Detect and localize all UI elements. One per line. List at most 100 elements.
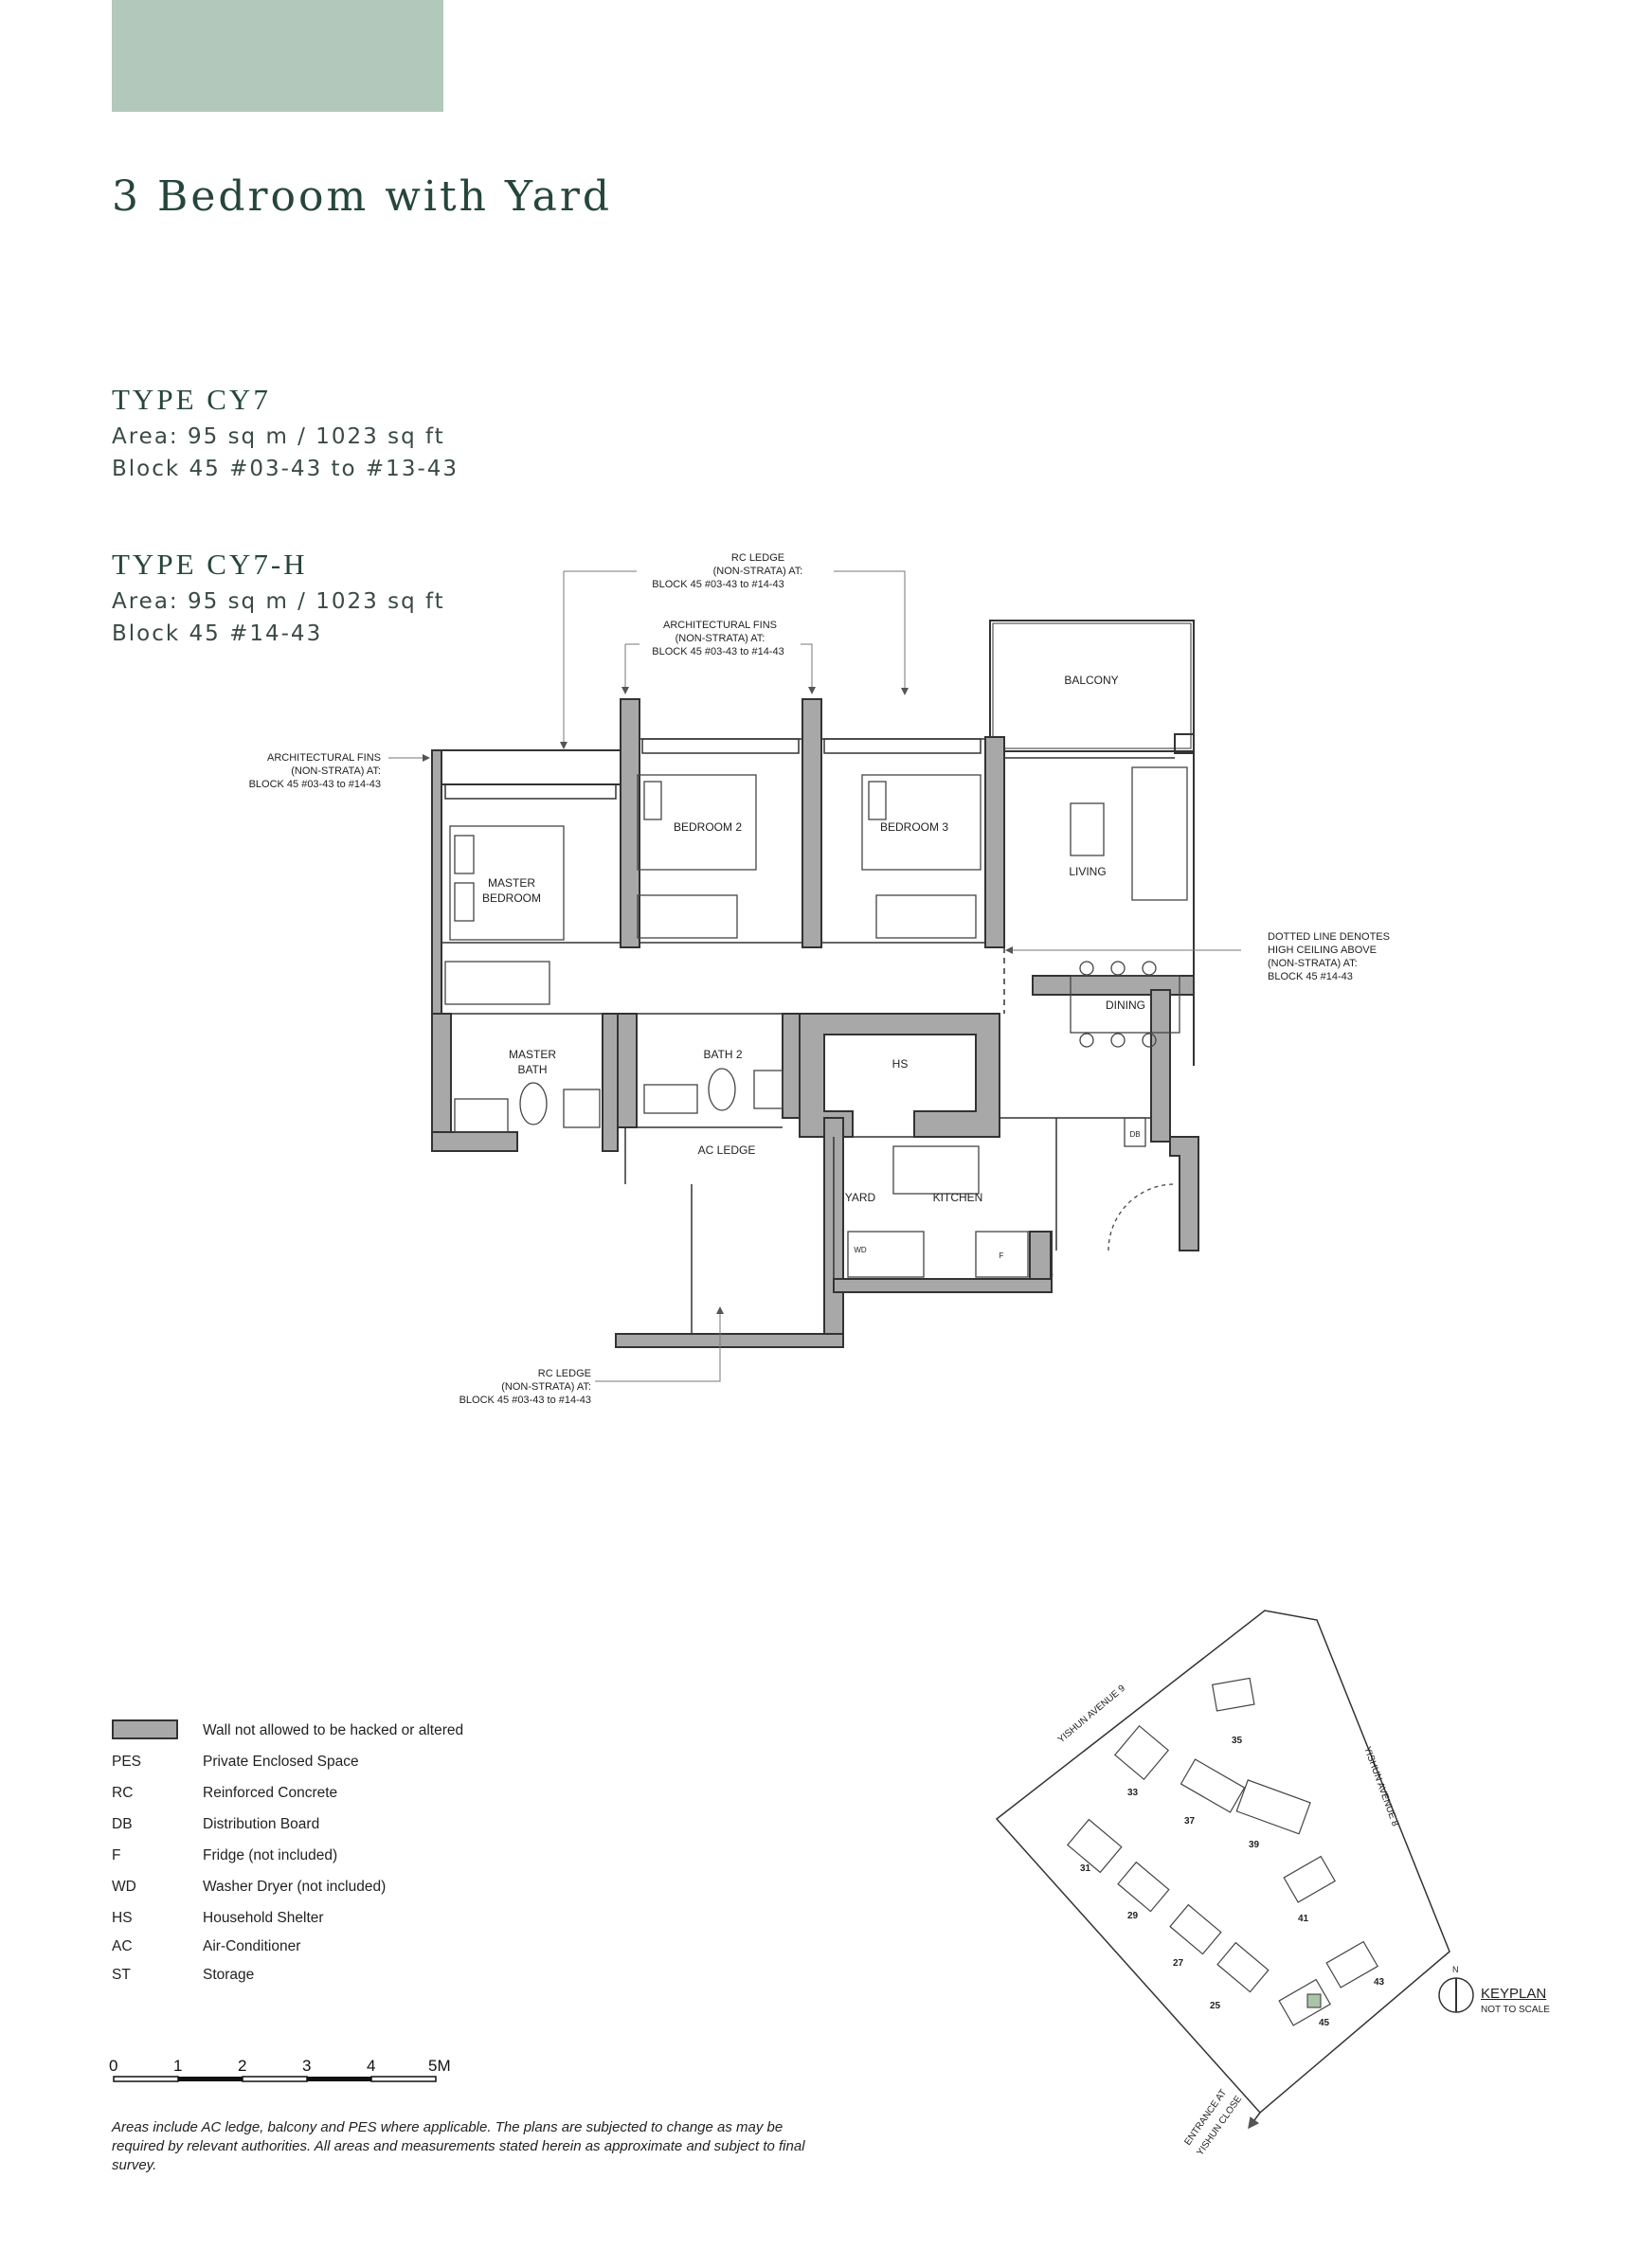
keyplan-block-label: 37 (1184, 1816, 1196, 1827)
type-area: Area: 95 sq m / 1023 sq ft (112, 589, 445, 614)
scale-label: 3 (302, 2057, 312, 2075)
room-label-yard: YARD (845, 1191, 876, 1204)
callout-text: (NON-STRATA) AT: (713, 566, 803, 577)
scale-bar (113, 2076, 437, 2082)
header-color-swatch (112, 0, 443, 112)
callout-text: HIGH CEILING ABOVE (1268, 945, 1377, 956)
keyplan-label: KEYPLAN (1481, 1986, 1547, 2002)
keyplan-block-label: 39 (1249, 1840, 1260, 1850)
scale-label: 2 (238, 2057, 247, 2075)
keyplan-road-label: YISHUN AVENUE 9 (1056, 1683, 1127, 1746)
type-block-range: Block 45 #03-43 to #13-43 (112, 457, 459, 481)
legend-desc: Air-Conditioner (203, 1938, 301, 1954)
keyplan-block-label: 29 (1127, 1911, 1139, 1921)
legend-desc: Private Enclosed Space (203, 1754, 359, 1770)
callout-rc-ledge-top: RC LEDGE (NON-STRATA) AT: BLOCK 45 #03-4… (652, 552, 802, 590)
legend-desc: Storage (203, 1967, 255, 1983)
type-area: Area: 95 sq m / 1023 sq ft (112, 424, 445, 449)
keyplan-road-label: YISHUN AVENUE 8 (1361, 1745, 1400, 1828)
room-label-db: DB (1129, 1130, 1140, 1139)
callout-text: (NON-STRATA) AT: (291, 765, 381, 777)
room-labels: BALCONY BEDROOM 2 BEDROOM 3 MASTER BEDRO… (482, 674, 1145, 1260)
room-label-living: LIVING (1069, 865, 1106, 878)
legend-desc: Reinforced Concrete (203, 1785, 338, 1801)
scale-label: 4 (367, 2057, 376, 2075)
north-label: N (1452, 1965, 1459, 1974)
room-label-dining: DINING (1106, 999, 1145, 1012)
callout-leaders (388, 570, 1241, 1382)
room-label-bedroom3: BEDROOM 3 (880, 820, 948, 834)
callout-text: DOTTED LINE DENOTES (1268, 931, 1390, 943)
keyplan-block-label: 43 (1374, 1977, 1385, 1988)
callout-text: RC LEDGE (731, 552, 784, 564)
scale-label: 1 (173, 2057, 183, 2075)
type-cy7h-block: TYPE CY7-H Area: 95 sq m / 1023 sq ft Bl… (112, 548, 445, 650)
legend-abbr: F (112, 1847, 121, 1863)
room-label-bath2: BATH 2 (703, 1048, 742, 1061)
legend-swatch (112, 1719, 178, 1739)
interior-walls (441, 738, 1175, 1334)
north-arrow-icon: N (1438, 1965, 1474, 2013)
callout-text: BLOCK 45 #03-43 to #14-43 (652, 579, 783, 590)
room-label-master-bath: MASTER (509, 1048, 556, 1061)
legend-abbr: RC (112, 1785, 134, 1801)
room-label-hs: HS (892, 1057, 909, 1071)
callout-text: (NON-STRATA) AT: (501, 1381, 591, 1393)
callout-text: BLOCK 45 #03-43 to #14-43 (459, 1395, 591, 1406)
legend-abbr: PES (112, 1754, 142, 1770)
type-name: TYPE CY7 (112, 383, 271, 416)
callout-text: (NON-STRATA) AT: (1268, 958, 1358, 969)
keyplan-block-label: 27 (1173, 1958, 1184, 1969)
room-label-ac-ledge: AC LEDGE (698, 1143, 756, 1157)
room-label-master-bath: BATH (517, 1063, 547, 1076)
legend-desc: Washer Dryer (not included) (203, 1879, 387, 1895)
scale-label: 0 (109, 2057, 118, 2075)
callout-text: ARCHITECTURAL FINS (267, 752, 381, 764)
disclaimer: Areas include AC ledge, balcony and PES … (112, 2119, 805, 2173)
callout-dotted-line: DOTTED LINE DENOTES HIGH CEILING ABOVE (… (1268, 931, 1390, 982)
legend-desc: Fridge (not included) (203, 1847, 338, 1863)
room-label-bedroom2: BEDROOM 2 (674, 820, 742, 834)
type-name: TYPE CY7-H (112, 548, 308, 581)
legend-abbr: AC (112, 1938, 133, 1954)
scale-label: 5M (428, 2057, 451, 2075)
room-label-balcony: BALCONY (1064, 674, 1118, 687)
room-label-master-bedroom: MASTER (488, 876, 535, 890)
callout-text: BLOCK 45 #03-43 to #14-43 (249, 779, 381, 790)
callout-arch-fins-top: ARCHITECTURAL FINS (NON-STRATA) AT: BLOC… (652, 620, 783, 657)
callout-text: BLOCK 45 #14-43 (1268, 971, 1353, 982)
room-label-wd: WD (854, 1246, 867, 1254)
plan-outline (431, 620, 1195, 1149)
legend-abbr: ST (112, 1967, 131, 1983)
legend-desc: Household Shelter (203, 1910, 324, 1926)
legend-abbr: DB (112, 1816, 133, 1832)
keyplan-map: 35 33 37 39 31 29 41 27 25 43 45 YISHUN … (995, 1610, 1474, 2158)
keyplan-block-label: 41 (1298, 1914, 1309, 1924)
legend-desc: Distribution Board (203, 1816, 320, 1832)
furniture (444, 766, 1188, 1278)
legend-desc: Wall not allowed to be hacked or altered (203, 1722, 464, 1738)
keyplan-highlight (1306, 1993, 1322, 2008)
keyplan-sublabel: NOT TO SCALE (1481, 2005, 1550, 2015)
keyplan-block-label: 35 (1232, 1736, 1243, 1746)
grey-walls (431, 698, 1199, 1348)
room-label-f: F (1000, 1251, 1004, 1260)
keyplan-block-label: 31 (1080, 1863, 1091, 1874)
callout-text: BLOCK 45 #03-43 to #14-43 (652, 646, 783, 657)
callout-text: RC LEDGE (538, 1368, 591, 1379)
callout-text: (NON-STRATA) AT: (675, 633, 765, 644)
room-label-master-bedroom: BEDROOM (482, 891, 541, 905)
legend-abbr: WD (112, 1879, 136, 1895)
room-label-kitchen: KITCHEN (933, 1191, 983, 1204)
legend-abbr: HS (112, 1910, 133, 1926)
keyplan-block-label: 33 (1127, 1788, 1139, 1798)
callout-text: ARCHITECTURAL FINS (663, 620, 777, 631)
callout-arch-fins-left: ARCHITECTURAL FINS (NON-STRATA) AT: BLOC… (249, 752, 381, 790)
page-title: 3 Bedroom with Yard (112, 172, 613, 221)
callout-rc-ledge-bottom: RC LEDGE (NON-STRATA) AT: BLOCK 45 #03-4… (459, 1368, 591, 1406)
keyplan-block-label: 25 (1210, 2001, 1221, 2011)
type-block-range: Block 45 #14-43 (112, 621, 323, 646)
keyplan-block-label: 45 (1319, 2018, 1330, 2028)
type-cy7-block: TYPE CY7 Area: 95 sq m / 1023 sq ft Bloc… (112, 383, 459, 485)
